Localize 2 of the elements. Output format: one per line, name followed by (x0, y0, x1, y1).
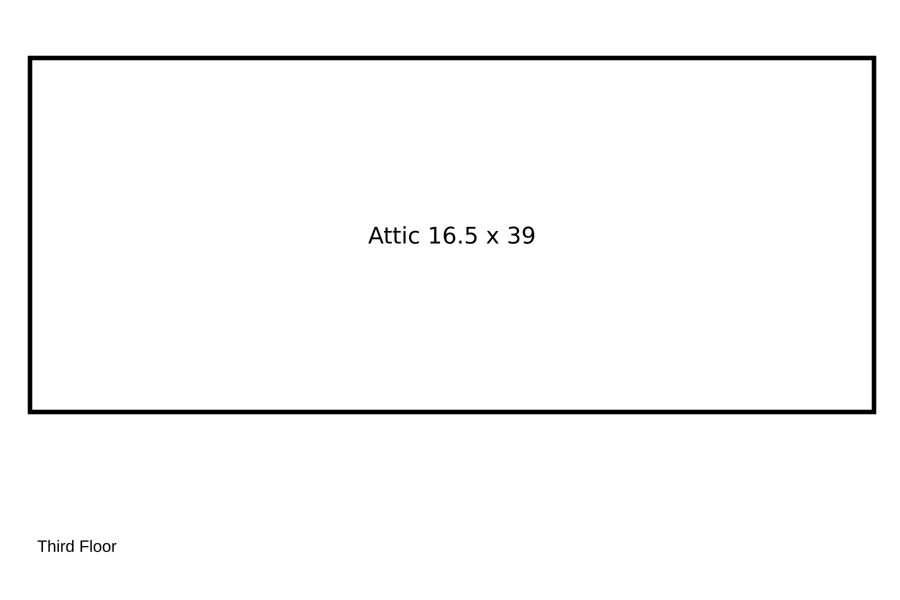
room-box: Attic 16.5 x 39 (28, 56, 876, 414)
floor-label: Third Floor (38, 540, 116, 552)
